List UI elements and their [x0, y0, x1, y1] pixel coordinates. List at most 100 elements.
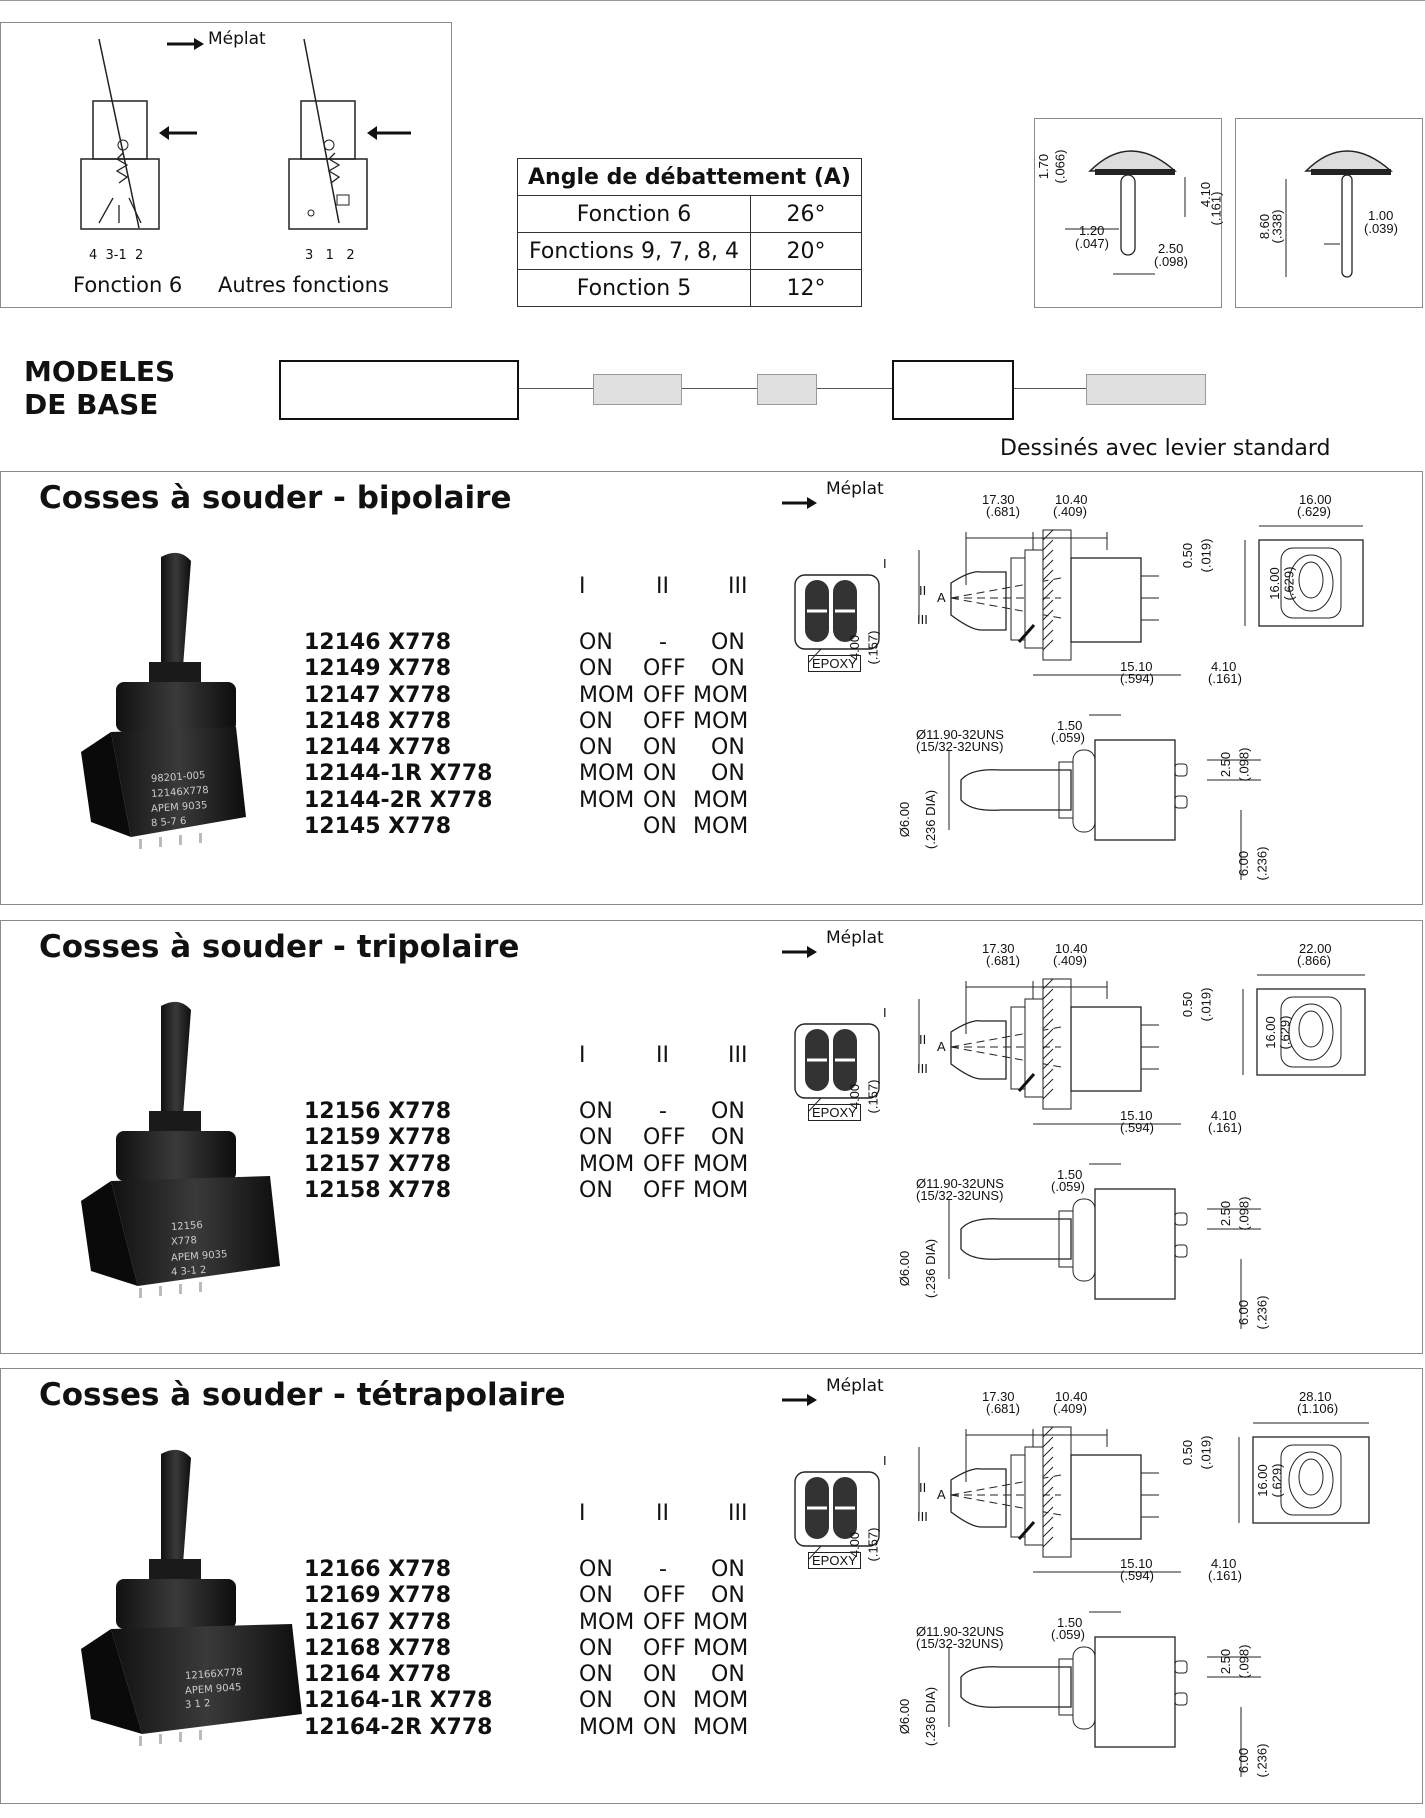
dim-1040: 10.40 — [1055, 941, 1088, 956]
function-pos-3: MOM — [693, 708, 749, 734]
position-header: III — [728, 1501, 748, 1526]
dimension-drawing — [782, 1394, 1370, 1777]
dim-410: 4.10 — [1211, 1108, 1237, 1123]
angle-row-label: Fonction 6 — [517, 195, 751, 233]
function-pos-1: ON — [579, 1099, 613, 1124]
dim-1600: 16.00 — [1262, 1016, 1278, 1049]
function-table: ON - ON ON OFF ON MOM OFF MOM ON OFF MOM — [579, 1099, 749, 1204]
dim-410: 4.10 — [1211, 659, 1237, 674]
meplat-label: Méplat — [826, 1376, 884, 1396]
function-pos-3: MOM — [693, 682, 749, 708]
dim-250b: (.098) — [1154, 254, 1188, 269]
function-row: ON OFF ON — [579, 1125, 749, 1151]
dim-1730: 17.30 — [982, 941, 1015, 956]
dim-600b: (.236) — [1254, 1743, 1270, 1778]
code-box-3 — [757, 374, 817, 405]
model-ref: 12164 X778 — [304, 1662, 452, 1688]
function-pos-3: ON — [711, 1557, 745, 1582]
dim-120b: (.047) — [1075, 236, 1109, 251]
function-pos-3: MOM — [693, 1177, 749, 1203]
dia-600b: (.236 DIA) — [923, 1238, 939, 1299]
dim-050: 0.50 — [1180, 991, 1196, 1018]
function-pos-3: ON — [711, 735, 745, 761]
function-pos-3: MOM — [693, 1151, 749, 1177]
lever-tip-drawing — [1285, 150, 1393, 278]
angle-row-label: Fonctions 9, 7, 8, 4 — [517, 232, 751, 270]
model-ref: 12157 X778 — [304, 1151, 452, 1177]
angle-row-value: 20° — [750, 232, 862, 270]
model-ref: 12158 X778 — [304, 1177, 452, 1203]
dim-1040b: (.409) — [1053, 1401, 1087, 1416]
position-header: II — [656, 1501, 669, 1526]
model-ref: 12164-2R X778 — [304, 1714, 493, 1740]
dim-050: 0.50 — [1180, 542, 1196, 569]
model-ref: 12167 X778 — [304, 1609, 452, 1635]
function-row: ON - ON — [579, 1099, 749, 1125]
dim-1730: 17.30 — [982, 492, 1015, 507]
dimension-drawing — [782, 946, 1366, 1329]
function-row: MOM OFF MOM — [579, 1610, 749, 1636]
left-caption: Fonction 6 — [73, 273, 183, 297]
function-row: MOM OFF MOM — [579, 683, 749, 709]
function-pos-3: ON — [711, 630, 745, 655]
dim-1600: 16.00 — [1254, 1464, 1270, 1497]
model-ref: 12144-1R X778 — [304, 761, 493, 787]
function-pos-2: ON — [643, 1714, 677, 1740]
function-pos-3: ON — [711, 1662, 745, 1688]
dim-150: 1.50 — [1057, 718, 1083, 733]
dim-150b: (.059) — [1051, 1179, 1085, 1194]
function-pos-2: OFF — [643, 1635, 686, 1661]
function-row: MOM OFF MOM — [579, 1152, 749, 1178]
pos-a: A — [937, 590, 946, 605]
angle-row-label: Fonction 5 — [517, 269, 751, 307]
angle-row-value: 12° — [750, 269, 862, 307]
dim-600: 6.00 — [1236, 1747, 1252, 1774]
function-pos-2: - — [659, 1099, 667, 1124]
function-pos-3: MOM — [693, 1609, 749, 1635]
dim-1730b: (.681) — [986, 504, 1020, 519]
function-pos-3: ON — [711, 1583, 745, 1609]
dim-150: 1.50 — [1057, 1167, 1083, 1182]
dim-600b: (.236) — [1254, 1295, 1270, 1330]
function-pos-1: ON — [579, 708, 613, 734]
thread-label-2: (15/32-32UNS) — [916, 1188, 1004, 1203]
function-row: ON ON MOM — [579, 1688, 749, 1714]
dim-250b: (.098) — [1236, 1644, 1252, 1679]
dia-600: Ø6.00 — [897, 1250, 913, 1287]
drawn-with-standard-lever-note: Dessinés avec levier standard — [1000, 436, 1331, 461]
pos-ii: II — [919, 1032, 927, 1047]
dim-120: 1.20 — [1079, 223, 1105, 238]
model-ref: 12166 X778 — [304, 1557, 452, 1582]
dim-150: 1.50 — [1057, 1615, 1083, 1630]
dim-860b: (.338) — [1269, 209, 1285, 244]
function-row: ON OFF ON — [579, 1583, 749, 1609]
section-title: Cosses à souder - tétrapolaire — [39, 1377, 566, 1413]
function-row: ON - ON — [579, 630, 749, 656]
photo-marking: X778 — [171, 1235, 198, 1248]
function-row: ON ON ON — [579, 1662, 749, 1688]
thread-label: Ø11.90-32UNS — [916, 727, 1004, 742]
function-pos-2: OFF — [643, 1177, 686, 1203]
toggle-switch-photo — [81, 552, 246, 849]
epoxy-label: EPOXY — [808, 1552, 861, 1569]
dim-250b: (.098) — [1236, 747, 1252, 782]
front-width-dim-b: (.629) — [1297, 504, 1331, 519]
dim-250: 2.50 — [1218, 1200, 1234, 1227]
angle-table-header: Angle de débattement (A) — [517, 158, 862, 196]
function-pos-2: ON — [643, 1688, 677, 1714]
function-pos-3: ON — [711, 656, 745, 682]
function-pos-1: ON — [579, 1177, 613, 1203]
function-pos-1: ON — [579, 656, 613, 682]
code-box-4 — [892, 360, 1014, 420]
pos-iii: III — [917, 1509, 928, 1524]
right-pin-numbers: 3 1 2 — [305, 248, 355, 263]
left-pin-numbers: 4 3-1 2 — [89, 248, 144, 263]
dim-600b: (.236) — [1254, 846, 1270, 881]
front-width-dim: 28.10 — [1299, 1389, 1332, 1404]
function-row: ON OFF MOM — [579, 1178, 749, 1204]
dim-1730b: (.681) — [986, 953, 1020, 968]
model-ref: 12164-1R X778 — [304, 1688, 493, 1714]
front-width-dim-b: (1.106) — [1297, 1401, 1339, 1416]
function-pos-1: MOM — [579, 761, 635, 787]
